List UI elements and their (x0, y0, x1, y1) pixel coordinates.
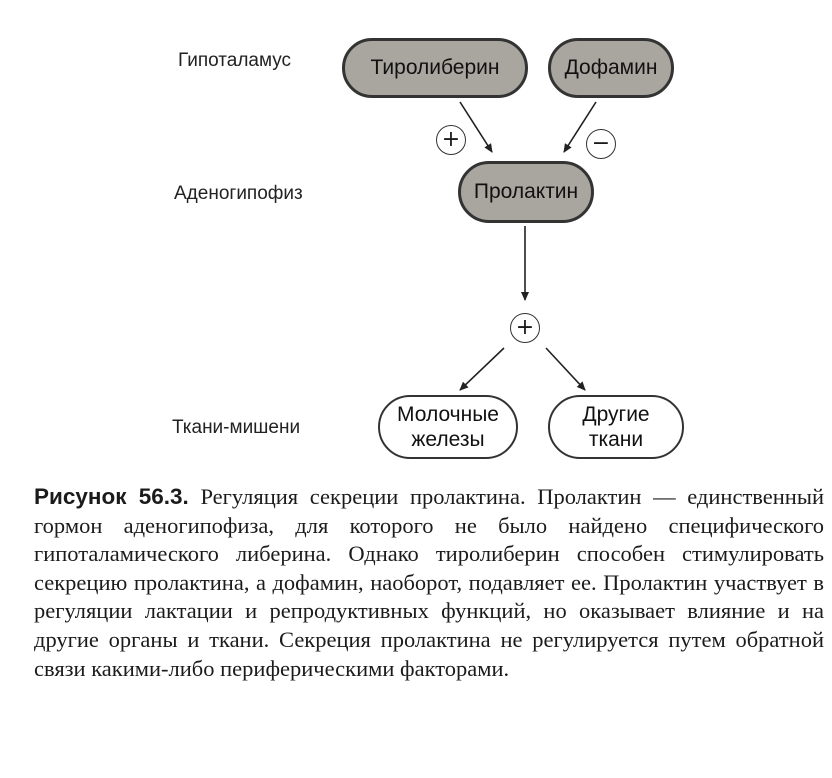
mammary-glands-node: Молочные железы (378, 395, 518, 459)
stimulation-sign-thyroliberin: + (436, 125, 466, 155)
dopamine-node: Дофамин (548, 38, 674, 98)
diagram-arrows (459, 101, 597, 391)
target-tissues-label: Ткани-мишени (172, 417, 301, 438)
adenohypophysis-label: Аденогипофиз (174, 183, 303, 204)
other-tissues-line2: ткани (588, 428, 644, 451)
figure-caption: Рисунок 56.3. Регуляция секреции пролакт… (34, 483, 824, 683)
stimulation-sign-prolactin: + (510, 313, 540, 343)
mammary-glands-line2: железы (411, 428, 485, 451)
arrow-thyroliberin-to-prolactin (459, 101, 493, 153)
mammary-glands-line1: Молочные (397, 402, 499, 426)
thyroliberin-node: Тиролиберин (342, 38, 528, 98)
caption-text: Регуляция секреции пролактина. Пролактин… (34, 484, 824, 681)
other-tissues-node: Другие ткани (548, 395, 684, 459)
arrow-to-mammary-glands (459, 347, 505, 391)
arrow-dopamine-to-prolactin (563, 101, 597, 153)
other-tissues-line1: Другие (582, 402, 650, 426)
hypothalamus-label: Гипоталамус (178, 50, 292, 71)
prolactin-node: Пролактин (458, 161, 594, 223)
inhibition-sign-dopamine: − (586, 129, 616, 159)
figure-label: Рисунок 56.3. (34, 484, 189, 509)
arrow-to-other-tissues (545, 347, 586, 391)
